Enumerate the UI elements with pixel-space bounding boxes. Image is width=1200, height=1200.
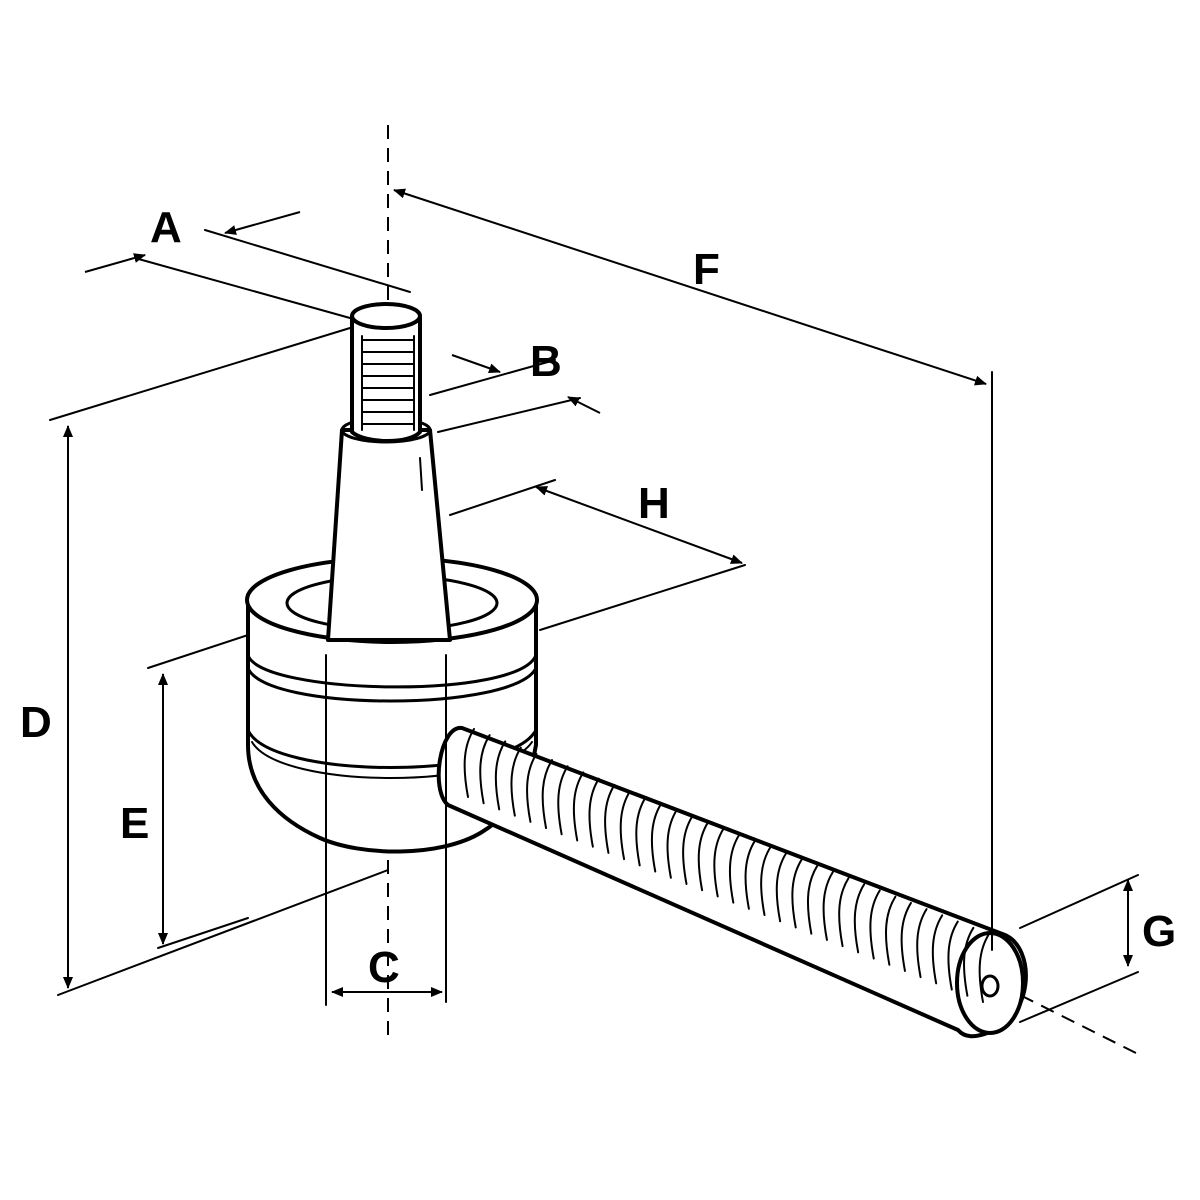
thread-mark xyxy=(744,839,756,910)
thread-mark xyxy=(838,877,850,948)
dimension-b-arrow-left xyxy=(451,354,501,374)
label-d: D xyxy=(20,698,52,747)
thread-mark xyxy=(869,889,881,960)
thread-mark xyxy=(760,846,772,917)
label-g: G xyxy=(1142,907,1176,956)
thread-mark xyxy=(572,771,585,842)
thread-mark xyxy=(853,883,866,954)
label-a: A xyxy=(150,203,182,252)
label-f: F xyxy=(693,245,720,294)
dimension-a-arrow-left xyxy=(84,253,146,273)
thread-mark xyxy=(791,858,803,929)
dimension-b-arrow-right xyxy=(567,396,601,414)
label-e: E xyxy=(120,799,149,848)
threaded-pin xyxy=(350,302,422,443)
thread-mark xyxy=(978,933,990,1003)
dimension-labels: A B C D E F G H xyxy=(20,203,1176,992)
thread-mark xyxy=(510,746,522,817)
label-h: H xyxy=(638,479,670,528)
thread-mark xyxy=(479,734,491,805)
thread-mark xyxy=(463,728,475,798)
thread-mark xyxy=(666,808,678,879)
tapered-stud xyxy=(326,416,452,642)
thread-mark xyxy=(713,827,725,898)
dimension-a-arrow-right xyxy=(224,211,301,235)
thread-mark xyxy=(682,814,694,885)
thread-mark xyxy=(619,790,632,861)
thread-mark xyxy=(806,864,819,935)
label-c: C xyxy=(368,943,400,992)
thread-mark xyxy=(697,821,710,892)
thread-mark xyxy=(557,765,569,836)
extension-lines xyxy=(49,229,1139,1023)
thread-mark xyxy=(822,870,834,941)
thread-mark xyxy=(728,833,741,904)
thread-mark xyxy=(526,752,538,823)
dimension-f-arrow xyxy=(393,188,987,386)
dimension-h-arrow xyxy=(535,486,743,564)
thread-mark xyxy=(963,926,975,997)
thread-mark xyxy=(635,796,647,867)
thread-mark xyxy=(650,802,663,873)
threaded-shaft xyxy=(436,726,1028,1039)
thread-mark xyxy=(900,901,912,972)
thread-mark xyxy=(604,783,616,854)
thread-mark xyxy=(947,920,959,991)
thread-mark xyxy=(885,895,897,966)
thread-mark xyxy=(494,740,507,811)
dimension-lines xyxy=(63,188,1133,997)
label-b: B xyxy=(530,337,562,386)
thread-mark xyxy=(931,914,944,985)
thread-mark xyxy=(916,908,928,979)
thread-mark xyxy=(541,759,554,830)
thread-mark xyxy=(588,777,600,848)
thread-mark xyxy=(775,852,788,923)
